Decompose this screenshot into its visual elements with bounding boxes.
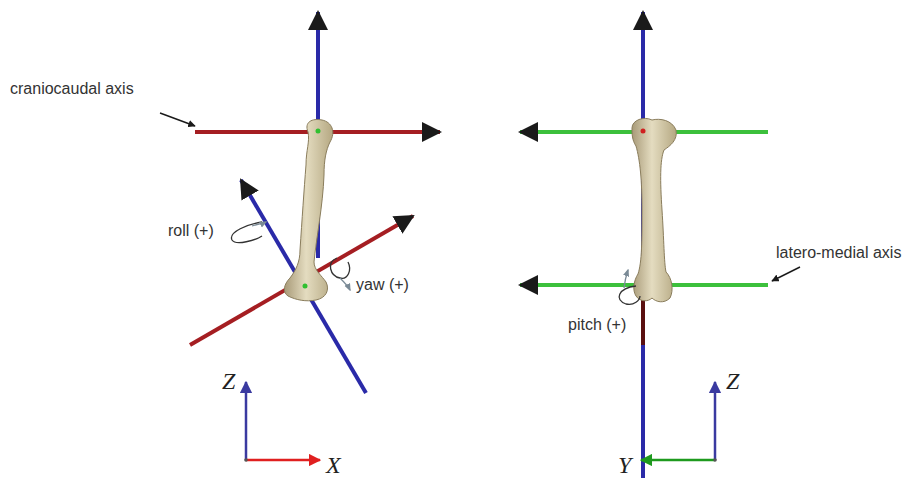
rotation-label: yaw (+) — [356, 276, 409, 294]
right-view — [520, 12, 800, 478]
landmark-dot — [316, 129, 321, 134]
rotation-label: roll (+) — [168, 222, 214, 240]
axis-letter: X — [326, 452, 341, 479]
axis-letter: Z — [726, 368, 739, 395]
frame-y-arrow — [641, 459, 715, 462]
frame-origin — [713, 458, 717, 462]
axis-letter: Z — [222, 368, 235, 395]
leader-line — [772, 267, 800, 281]
axis-segment — [641, 300, 645, 345]
frame-x-arrow — [246, 459, 320, 462]
leader-line — [160, 113, 195, 126]
yaw-arrow — [330, 258, 349, 278]
femur — [632, 118, 676, 301]
landmark-dot — [303, 284, 308, 289]
frame-origin — [244, 458, 248, 462]
axis-label: latero-medial axis — [776, 244, 901, 262]
left-view — [160, 12, 440, 462]
frame-z-arrow — [714, 382, 717, 460]
frame-z-arrow — [245, 382, 248, 460]
roll-arrowhead — [252, 222, 266, 226]
femur — [284, 120, 332, 301]
rotation-label: pitch (+) — [568, 316, 626, 334]
axis-label: craniocaudal axis — [10, 80, 134, 98]
pitch-arrow — [619, 286, 640, 304]
pitch-arrowhead — [624, 270, 628, 288]
yaw-arrowhead — [340, 278, 350, 290]
landmark-dot — [641, 129, 646, 134]
axis-letter: Y — [618, 452, 631, 479]
